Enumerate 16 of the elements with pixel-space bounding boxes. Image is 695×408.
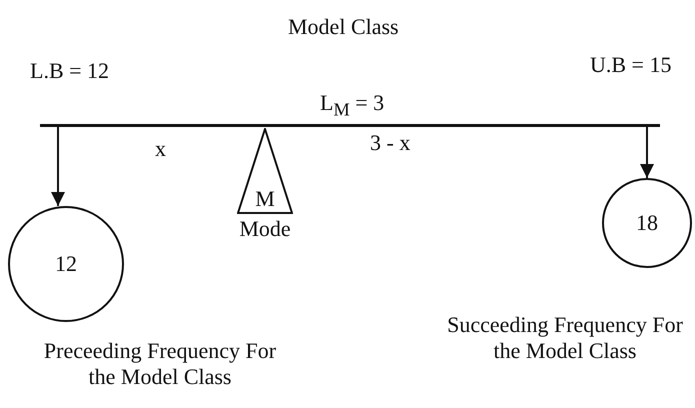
node-label: M [254,186,276,212]
limit-label: L.B = 12 [30,58,110,84]
distance-label: x [155,136,166,162]
limit-label: U.B = 15 [590,52,672,78]
fulcrum-triangle [237,128,293,214]
frequency-circle: 12 [8,206,124,322]
arrow [640,124,654,178]
balance-beam [40,124,660,127]
distance-label: 3 - x [370,130,410,156]
class-width-label: L$_{M}$ = 3 [320,90,384,120]
node-caption: Preceeding Frequency For the Model Class [42,338,278,391]
arrow [51,124,65,206]
diagram-title: Model Class [288,14,399,40]
node-caption: Mode [238,216,292,242]
frequency-circle: 18 [602,178,692,268]
node-caption: Succeeding Frequency For the Model Class [446,312,684,365]
